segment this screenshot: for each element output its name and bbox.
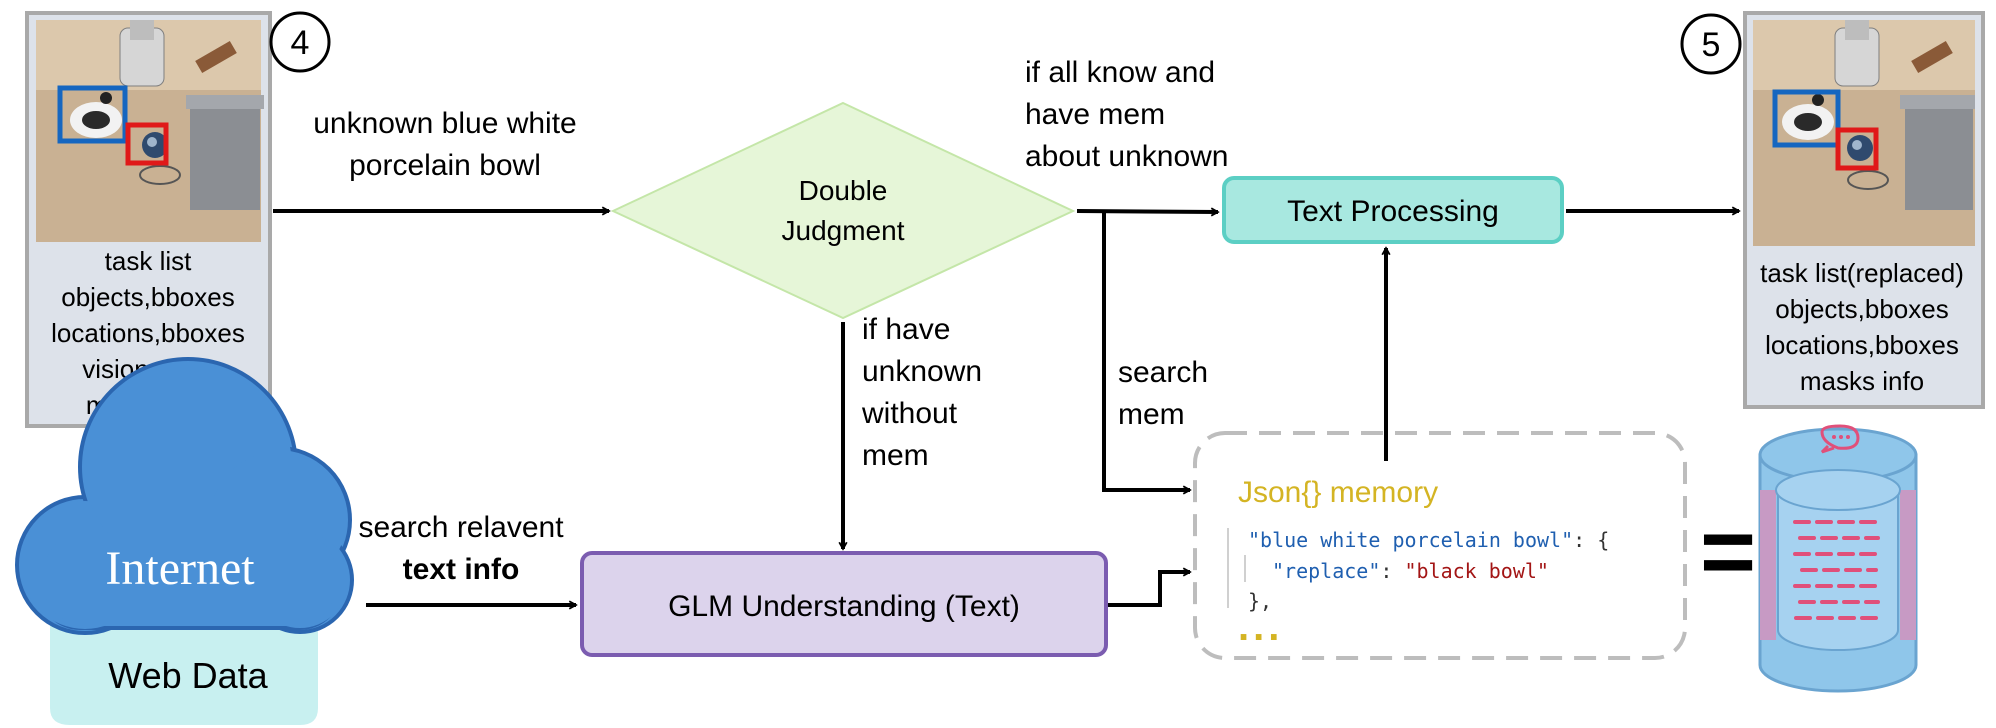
chat-bubble-icon	[1820, 424, 1860, 454]
web-data-label: Web Data	[108, 655, 268, 696]
arrow-search-mem	[1102, 211, 1190, 490]
internet-label: Internet	[105, 542, 255, 595]
glm-understanding-node: GLM Understanding (Text)	[580, 551, 1108, 657]
json-code-line-2: "replace": "black bowl"	[1272, 559, 1549, 583]
arrow-glm-to-memory	[1108, 572, 1190, 607]
step-4-badge: 4	[269, 11, 331, 73]
json-inner-key: "replace"	[1272, 559, 1380, 583]
output-panel-line: masks info	[1800, 366, 1924, 396]
edge-label-search-mem: mem	[1118, 398, 1185, 431]
edge-label-have-unknown: mem	[862, 439, 929, 472]
edge-label-search-text-bold: text info	[403, 553, 520, 586]
input-panel: task list objects,bboxes locations,bboxe…	[25, 11, 272, 428]
edge-label-unknown: porcelain bowl	[349, 149, 541, 182]
cloud-icon	[15, 357, 354, 635]
json-code-line-1: "blue white porcelain bowl": {	[1248, 528, 1609, 552]
edge-label-unknown: unknown blue white	[313, 107, 577, 140]
input-panel-line: locations,bboxes	[51, 318, 245, 348]
edge-label-all-know: have mem	[1025, 98, 1165, 131]
json-key: "blue white porcelain bowl"	[1248, 528, 1573, 552]
edge-label-have-unknown: if have	[862, 313, 950, 346]
scene-image-input	[36, 20, 264, 242]
double-judgment-label: Judgment	[782, 215, 905, 246]
json-inner-value: "black bowl"	[1404, 559, 1549, 583]
step-5-badge: 5	[1680, 13, 1742, 75]
database-icon	[1758, 424, 1918, 693]
json-punct: :	[1380, 559, 1404, 583]
arrow-to-text-processing	[1076, 211, 1218, 212]
text-processing-node: Text Processing	[1222, 176, 1564, 244]
output-panel-line: locations,bboxes	[1765, 330, 1959, 360]
json-memory-title: Json{} memory	[1238, 476, 1438, 509]
edge-label-have-unknown: unknown	[862, 355, 982, 388]
double-judgment-label: Double	[799, 175, 888, 206]
json-ellipsis: ...	[1238, 605, 1283, 649]
edge-label-search-mem: search	[1118, 356, 1208, 389]
scene-image-output	[1753, 20, 1975, 246]
step-4-number: 4	[291, 24, 310, 62]
edge-label-search-text: search relavent	[358, 511, 564, 544]
edge-label-have-unknown: without	[861, 397, 958, 430]
double-judgment-node: Double Judgment	[610, 101, 1076, 320]
glm-understanding-label: GLM Understanding (Text)	[668, 590, 1020, 623]
web-data-panel	[50, 606, 318, 725]
output-panel-line: objects,bboxes	[1775, 294, 1948, 324]
input-panel-line: task list	[105, 246, 192, 276]
edge-label-all-know: about unknown	[1025, 140, 1229, 173]
json-punct: : {	[1573, 528, 1609, 552]
json-code-line-3: },	[1248, 589, 1272, 613]
text-processing-label: Text Processing	[1287, 195, 1499, 228]
internet-source: Internet Web Data	[15, 357, 354, 725]
output-panel: task list(replaced) objects,bboxes locat…	[1743, 11, 1985, 409]
equals-sign: =	[1700, 498, 1756, 605]
edges	[273, 211, 1739, 605]
edge-label-all-know: if all know and	[1025, 56, 1215, 89]
step-5-number: 5	[1702, 26, 1721, 64]
output-panel-line: task list(replaced)	[1760, 258, 1964, 288]
json-memory-box: Json{} memory "blue white porcelain bowl…	[1193, 431, 1687, 660]
input-panel-line: objects,bboxes	[61, 282, 234, 312]
